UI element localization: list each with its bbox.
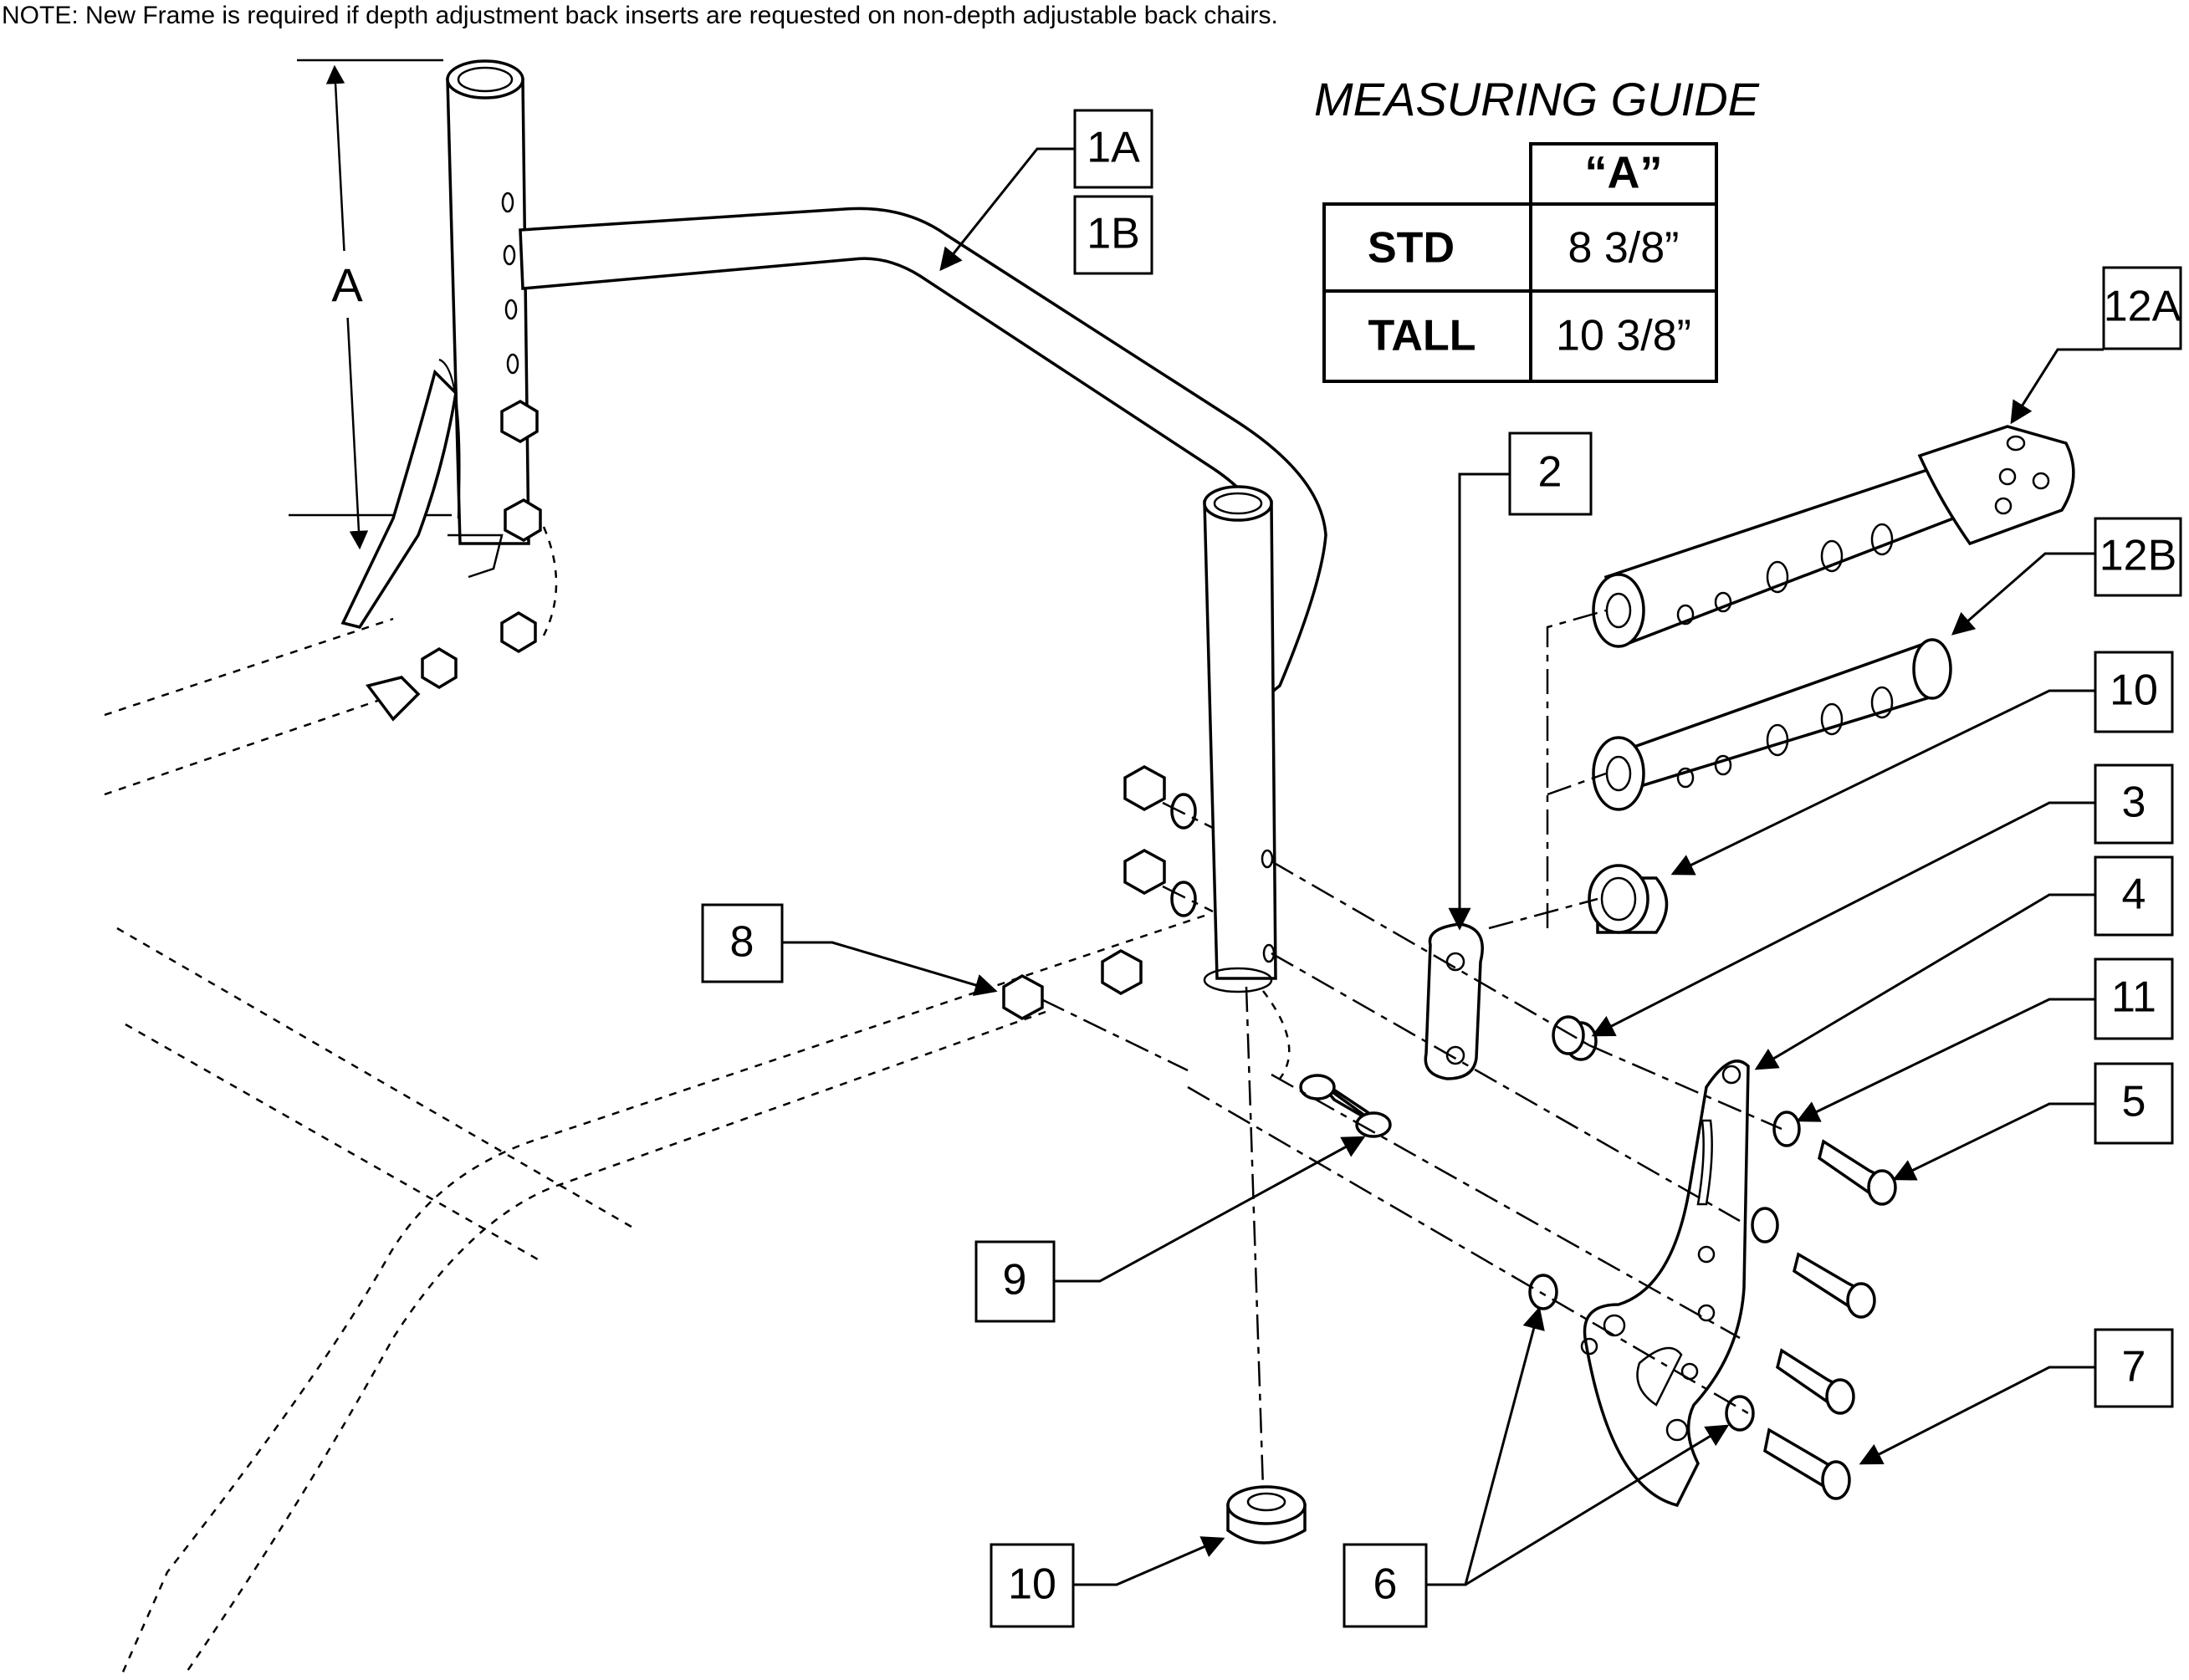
- part-2-plate: [1424, 922, 1484, 1080]
- part-4-bracket: [1580, 1060, 1750, 1508]
- guide-row-std-label: STD: [1368, 224, 1455, 273]
- dimension-a-label: A: [331, 258, 363, 311]
- part-12a-extension: [1592, 425, 2075, 648]
- callout-10-top-label: 10: [2110, 666, 2158, 715]
- seat-frame-dashed: [104, 526, 1291, 1677]
- part-9-spacer: [1299, 1074, 1392, 1138]
- callout-10-bottom: 10: [990, 1543, 1075, 1628]
- callout-8-label: 8: [730, 918, 754, 967]
- part-7-screw: [1763, 1427, 1851, 1500]
- callout-1a: 1A: [1073, 109, 1153, 189]
- callout-10-bottom-label: 10: [1008, 1560, 1056, 1609]
- callout-11-label: 11: [2111, 973, 2156, 1022]
- callout-1a-label: 1A: [1087, 124, 1140, 172]
- callout-12a-label: 12A: [2104, 283, 2181, 331]
- guide-column-header: “A”: [1585, 147, 1663, 197]
- guide-row-tall-value: 10 3/8”: [1556, 312, 1691, 360]
- part-8-nut: [1002, 973, 1044, 1021]
- part-10-cap-bottom: [1226, 1485, 1307, 1545]
- mid-screws: [1751, 1207, 1876, 1415]
- assembly-centerlines: [1041, 609, 1782, 1489]
- callout-6-label: 6: [1373, 1560, 1398, 1609]
- note-text: NOTE: New Frame is required if depth adj…: [2, 2, 1278, 29]
- callout-2-label: 2: [1538, 448, 1562, 497]
- callout-3: 3: [2094, 763, 2174, 845]
- callout-1b-label: 1B: [1087, 210, 1140, 258]
- callout-5-label: 5: [2122, 1078, 2146, 1126]
- measuring-guide: MEASURING GUIDE “A” STD 8 3/8” TALL 10 3…: [1314, 73, 1760, 383]
- callout-7: 7: [2094, 1328, 2174, 1408]
- part-6-washers: [1528, 1274, 1755, 1432]
- callout-8: 8: [701, 903, 784, 983]
- part-10-cap-top: [1588, 864, 1669, 934]
- post-nuts-washers: [1101, 764, 1197, 996]
- callout-11: 11: [2094, 957, 2174, 1040]
- guide-row-std-value: 8 3/8”: [1568, 224, 1680, 273]
- callout-9-label: 9: [1003, 1256, 1027, 1305]
- callout-10-top: 10: [2094, 651, 2174, 733]
- part-11-washer: [1772, 1111, 1801, 1147]
- part-12b-extension: [1592, 638, 1952, 811]
- callout-12b: 12B: [2094, 517, 2182, 597]
- callout-4-label: 4: [2122, 871, 2146, 919]
- callout-3-label: 3: [2122, 779, 2146, 827]
- callout-7-label: 7: [2122, 1343, 2146, 1391]
- callout-5: 5: [2094, 1062, 2174, 1145]
- leader-lines: [782, 147, 2104, 1586]
- callout-9: 9: [974, 1240, 1056, 1323]
- guide-title: MEASURING GUIDE: [1314, 73, 1760, 125]
- guide-row-tall-label: TALL: [1368, 312, 1476, 360]
- dimension-a: A: [289, 59, 452, 550]
- callout-4: 4: [2094, 855, 2174, 937]
- callout-6: 6: [1343, 1543, 1428, 1628]
- callout-2: 2: [1508, 431, 1593, 516]
- callout-12b-label: 12B: [2099, 532, 2177, 580]
- callout-12a: 12A: [2102, 266, 2182, 350]
- callout-1b: 1B: [1073, 195, 1153, 275]
- part-5-screw: [1818, 1139, 1897, 1206]
- part-3-bushing: [1552, 1015, 1598, 1061]
- back-frame-tube: [340, 59, 1327, 993]
